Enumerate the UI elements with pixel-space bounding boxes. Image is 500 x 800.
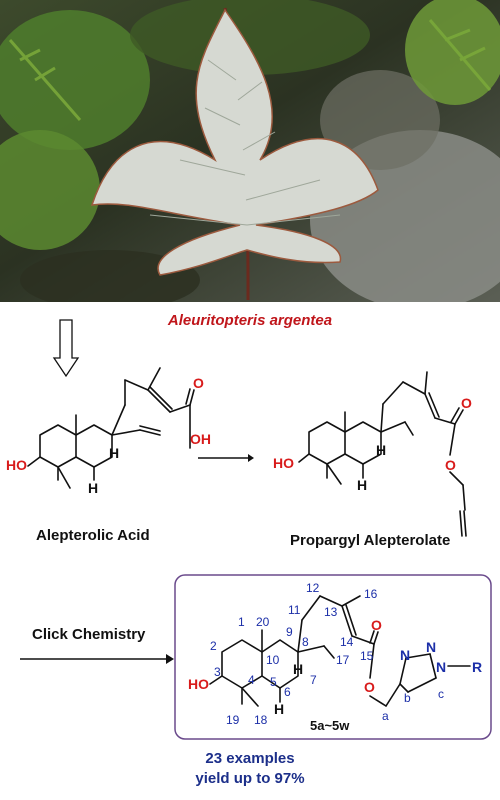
product-h-label: H	[293, 661, 303, 677]
reaction-condition-label: Click Chemistry	[32, 626, 146, 643]
down-arrow-icon	[52, 319, 80, 378]
c13-number: 13	[324, 605, 338, 619]
c16-number: 16	[364, 587, 378, 601]
reaction-arrow-icon	[198, 454, 254, 462]
triazole-n2-label: N	[426, 639, 436, 655]
position-b-number: b	[404, 691, 411, 705]
ester-h5-label: H	[357, 477, 367, 493]
acid-h-label: H	[109, 445, 119, 461]
propargyl-alepterolate-structure: O O HO H H	[273, 371, 472, 537]
c3-number: 3	[214, 665, 221, 679]
product-ho-label: HO	[188, 676, 209, 692]
ester-o-carbonyl-label: O	[461, 395, 472, 411]
alepterolic-acid-name: Alepterolic Acid	[36, 527, 150, 544]
ester-h-label: H	[376, 442, 386, 458]
product-structure-box: O O HO H H N N N R 1 2 3 4 5 6 7 8 9 10 …	[174, 574, 492, 740]
product-o-carbonyl-label: O	[371, 617, 382, 633]
ester-o-label: O	[445, 457, 456, 473]
substituent-r-label: R	[472, 659, 482, 675]
c14-number: 14	[340, 635, 354, 649]
yield-text: yield up to 97%	[195, 770, 305, 787]
c15-number: 15	[360, 649, 374, 663]
ester-ho-label: HO	[273, 455, 294, 471]
c6-number: 6	[284, 685, 291, 699]
examples-count: 23 examples	[205, 750, 295, 767]
c9-number: 9	[286, 625, 293, 639]
c18-number: 18	[254, 713, 268, 727]
acid-ho-label: HO	[6, 457, 27, 473]
c5-number: 5	[270, 675, 277, 689]
species-name: Aleuritopteris argentea	[167, 312, 333, 329]
c17-number: 17	[336, 653, 350, 667]
acid-h5-label: H	[88, 480, 98, 496]
product-h5-label: H	[274, 701, 284, 717]
c4-number: 4	[248, 673, 255, 687]
propargyl-alepterolate-name: Propargyl Alepterolate	[290, 532, 451, 549]
acid-o-label: O	[193, 375, 204, 391]
position-c-number: c	[438, 687, 444, 701]
c20-number: 20	[256, 615, 270, 629]
position-a-number: a	[382, 709, 389, 723]
c2-number: 2	[210, 639, 217, 653]
c8-number: 8	[302, 635, 309, 649]
c19-number: 19	[226, 713, 240, 727]
fern-frond-icon	[90, 7, 379, 301]
triazole-n3-label: N	[436, 659, 446, 675]
c11-number: 11	[288, 603, 301, 617]
product-series-label: 5a~5w	[310, 718, 350, 733]
c12-number: 12	[306, 581, 320, 595]
alepterolic-acid-structure: OH O HO H H	[6, 367, 211, 496]
c7-number: 7	[310, 673, 317, 687]
product-o-label: O	[364, 679, 375, 695]
acid-oh-label: OH	[190, 431, 211, 447]
fern-photo	[0, 0, 500, 302]
c10-number: 10	[266, 653, 280, 667]
triazole-n1-label: N	[400, 647, 410, 663]
c1-number: 1	[238, 615, 245, 629]
click-arrow-icon	[20, 654, 174, 664]
